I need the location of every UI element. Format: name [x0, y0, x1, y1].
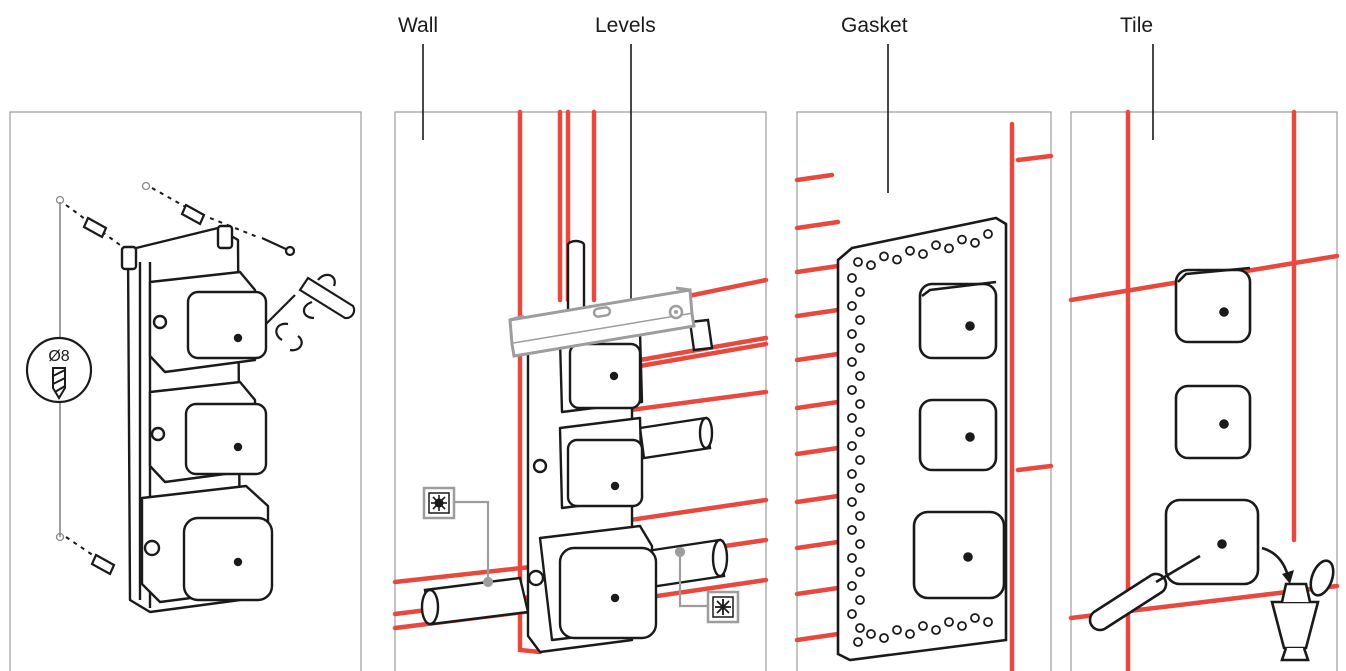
drill-bit-icon [52, 367, 66, 400]
gasket-hole [931, 240, 941, 251]
gasket-hole [855, 427, 865, 437]
gasket-hole [855, 595, 865, 605]
panel-2-wall [392, 109, 769, 655]
gasket-hole [847, 413, 857, 423]
valve-knob [918, 282, 998, 360]
gasket-hole [855, 399, 865, 409]
panel-1-mounting: Ø8 [25, 181, 356, 614]
thermostat-knob [1164, 498, 1260, 586]
gasket-hole [866, 260, 876, 271]
drill-size-text: Ø8 [48, 348, 69, 365]
gasket-hole [847, 497, 857, 507]
thermostat-knob [558, 546, 658, 640]
gasket-hole [855, 455, 865, 465]
gasket-hole [983, 229, 993, 239]
gasket-hole [918, 621, 928, 631]
gasket-hole [931, 625, 941, 635]
screw [261, 237, 296, 257]
gasket-hole [855, 623, 865, 633]
gasket-hole [892, 254, 902, 265]
gasket-hole [855, 315, 865, 325]
valve-knob [918, 398, 998, 472]
gasket-hole [905, 245, 915, 256]
wall-plug [180, 203, 206, 226]
gasket-hole [847, 525, 857, 535]
label-gasket: Gasket [841, 14, 908, 37]
gasket-hole [918, 249, 928, 259]
gasket-hole [855, 287, 865, 297]
panel-4-frame [1070, 111, 1338, 671]
gasket-hole [879, 251, 889, 262]
gasket-hole [957, 621, 967, 631]
snowflake-icon [706, 590, 740, 624]
label-leaders [422, 44, 1154, 316]
thermostat-knob [182, 516, 274, 602]
gasket-hole [853, 257, 863, 267]
gasket-hole [866, 629, 876, 639]
wrench-icon [259, 273, 356, 352]
gasket-hole [847, 553, 857, 563]
valve-knob [184, 402, 268, 476]
arrow-icon [1261, 546, 1290, 577]
gasket-hole [847, 385, 857, 395]
panel-4-tile [1068, 109, 1340, 671]
gasket-hole [944, 243, 954, 254]
valve-knob [566, 438, 644, 508]
valve-body [526, 330, 658, 654]
gasket-hole [879, 633, 889, 643]
pipes [794, 121, 1054, 671]
gasket-hole [847, 581, 857, 591]
gasket-hole [970, 237, 980, 248]
panel-3-frame [796, 111, 1052, 671]
wall-plug [90, 553, 116, 576]
wall-plugs [82, 203, 206, 576]
thermostat-knob [912, 510, 1006, 600]
valve-knob [1174, 384, 1252, 460]
gasket-hole [847, 357, 857, 367]
gasket-hole [853, 637, 863, 647]
gasket-hole [847, 273, 857, 283]
gasket-hole [847, 441, 857, 451]
gasket-hole [855, 343, 865, 353]
label-levels: Levels [595, 14, 656, 37]
valve-knob [568, 342, 642, 410]
gasket-hole [855, 567, 865, 577]
gasket-hole [847, 469, 857, 479]
gasket-hole [855, 511, 865, 521]
cold-callout [674, 546, 708, 608]
gasket-hole [855, 483, 865, 493]
panel-3-gasket [794, 121, 1054, 671]
gasket-hole [847, 329, 857, 339]
drill-badge [25, 336, 93, 404]
gasket-holes [847, 229, 993, 647]
hot-pipe [423, 576, 530, 626]
hot-callout [455, 500, 494, 588]
wall-plug [82, 216, 108, 239]
gasket-hole [847, 301, 857, 311]
gasket-hole [983, 617, 993, 627]
tile-knobs [1164, 266, 1260, 586]
gasket-hole [855, 539, 865, 549]
silicone-cartridge-icon [1270, 559, 1335, 662]
spirit-level [508, 286, 696, 358]
gasket-hole [892, 625, 902, 635]
label-wall: Wall [398, 14, 439, 37]
gasket-hole [970, 613, 980, 623]
gasket-knobs [912, 280, 1006, 600]
gasket-hole [855, 371, 865, 381]
mounting-body [120, 224, 274, 614]
valve-knob [186, 290, 268, 360]
sun-icon [422, 486, 456, 520]
gasket-hole [905, 629, 915, 639]
gasket-hole [847, 609, 857, 619]
gasket-hole [944, 617, 954, 627]
gasket-hole [957, 234, 967, 245]
label-tile: Tile [1120, 14, 1154, 37]
valve-knob [1174, 268, 1252, 344]
screwdriver-icon [1088, 554, 1201, 632]
panel-1-frame [9, 111, 362, 671]
